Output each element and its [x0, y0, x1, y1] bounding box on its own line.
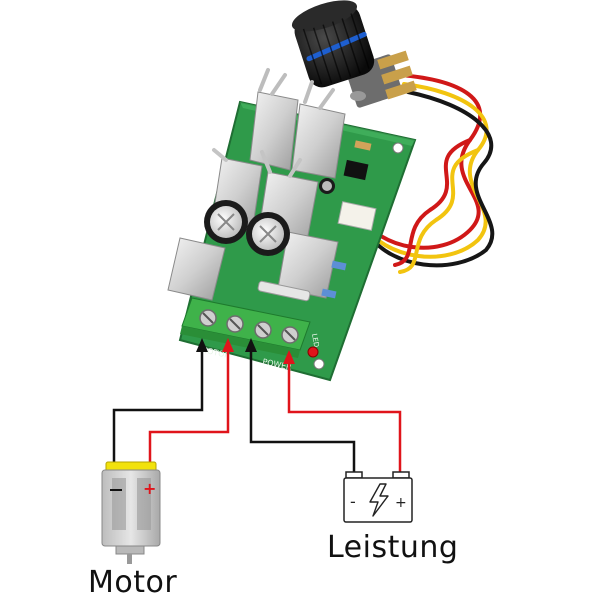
pot-wire-red	[358, 73, 483, 250]
motor-label: Motor	[88, 565, 178, 600]
ic-chip	[343, 159, 369, 181]
wire-motor-positive	[148, 350, 230, 462]
battery-icon: - +	[343, 471, 413, 523]
battery-minus-text: -	[350, 492, 356, 511]
led-indicator	[307, 346, 319, 358]
arrow-power-negative	[245, 338, 257, 352]
wire-power-negative	[249, 350, 356, 472]
wire-power-positive	[287, 360, 402, 472]
pwm-controller-board: MOTOR POWER LED	[167, 68, 417, 382]
terminal-block	[180, 297, 311, 358]
pot-connector	[337, 201, 377, 231]
fuse	[257, 280, 311, 302]
arrow-motor-negative	[196, 338, 208, 352]
battery-plus-text: +	[395, 495, 407, 511]
potentiometer	[291, 0, 417, 108]
wire-arrows	[196, 338, 295, 364]
arrow-power-positive	[283, 350, 295, 364]
motor-plus-text: +	[143, 479, 156, 498]
lightning-icon	[369, 483, 389, 517]
wire-motor-negative	[112, 350, 204, 462]
pcb-led-text: LED	[310, 333, 320, 348]
motor: +	[101, 461, 161, 564]
pot-wire-black	[364, 90, 495, 268]
knob	[291, 0, 375, 88]
potentiometer-cable	[358, 73, 495, 274]
capacitors	[204, 178, 335, 256]
power-label: Leistung	[327, 530, 459, 565]
arrow-motor-positive	[222, 338, 234, 352]
wiring	[112, 350, 402, 472]
